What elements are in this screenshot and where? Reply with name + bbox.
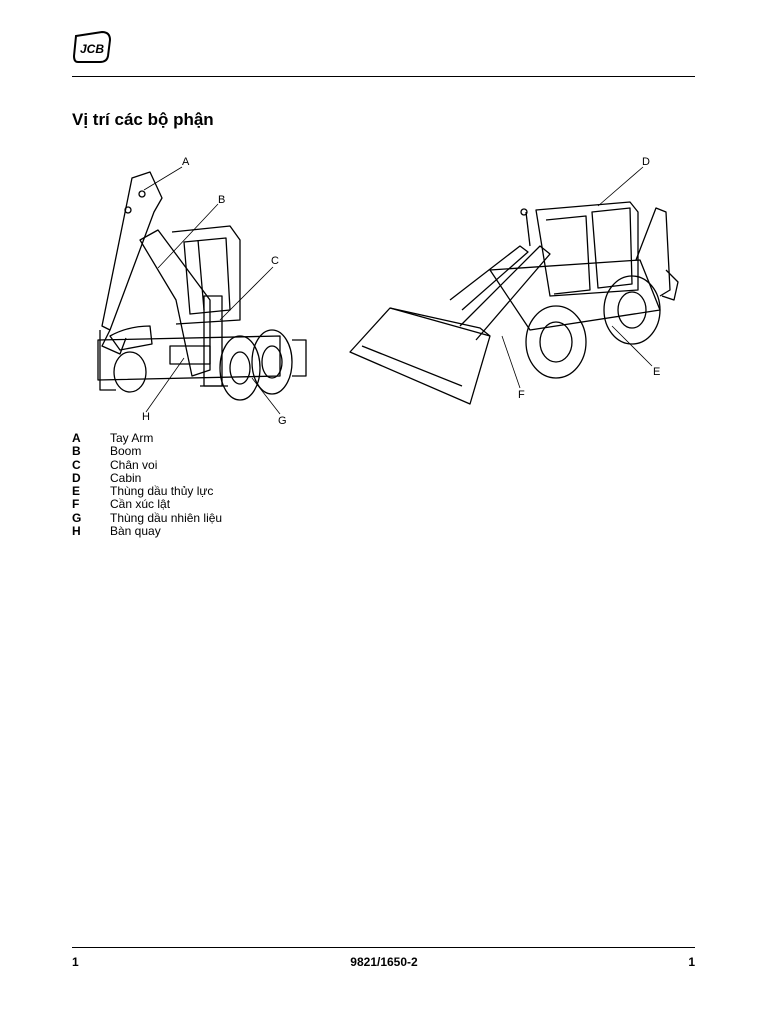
legend-key: D [72, 470, 81, 485]
callout-e: E [653, 366, 661, 378]
legend-text: Thùng dầu nhiên liệu [110, 510, 223, 525]
legend-key: E [72, 484, 81, 499]
callout-b: B [218, 194, 226, 206]
footer-document-number: 9821/1650-2 [350, 955, 418, 969]
footer-page-number: 1 [688, 955, 695, 969]
component-legend: A Tay Arm B Boom C Chân voi D Cabin E Thùng d… [72, 431, 223, 539]
legend-row: G Thùng dầu nhiên liệu [72, 510, 223, 525]
callout-a: A [182, 156, 190, 168]
backhoe-rear-view-illustration [97, 166, 307, 415]
legend-text: Cần xúc lật [110, 497, 171, 512]
callout-f: F [518, 389, 525, 401]
callout-g: G [278, 415, 287, 427]
legend-row: D Cabin [72, 470, 222, 485]
legend-row: B Boom [72, 444, 222, 459]
page-title: Vị trí các bộ phận [72, 110, 214, 129]
legend-key: B [72, 444, 81, 459]
legend-text: Tay Arm [110, 431, 154, 445]
legend-text: Thùng dầu thủy lực [110, 484, 214, 499]
footer-section-number: 1 [72, 955, 79, 969]
callout-d: D [642, 156, 650, 168]
legend-key: H [72, 524, 81, 539]
legend-row: C Chân voi [72, 457, 222, 472]
legend-key: A [72, 431, 81, 445]
footer-rule [72, 947, 695, 948]
legend-key: C [72, 457, 81, 472]
legend-key: G [72, 510, 82, 525]
header-rule [72, 76, 695, 77]
legend-row: F Cần xúc lật [72, 497, 222, 512]
legend-key: F [72, 497, 80, 512]
legend-text: Boom [110, 444, 142, 459]
legend-row: A Tay Arm [72, 431, 222, 445]
jcb-logo: JCB [72, 30, 112, 63]
legend-text: Cabin [110, 470, 142, 485]
callout-c: C [271, 255, 279, 267]
legend-text: Bàn quay [110, 524, 161, 539]
legend-row: E Thùng dầu thủy lực [72, 484, 222, 499]
backhoe-front-view-illustration [349, 166, 679, 405]
logo-text: JCB [80, 42, 104, 56]
callout-h: H [142, 411, 150, 423]
legend-text: Chân voi [110, 457, 158, 472]
legend-row: H Bàn quay [72, 524, 222, 539]
